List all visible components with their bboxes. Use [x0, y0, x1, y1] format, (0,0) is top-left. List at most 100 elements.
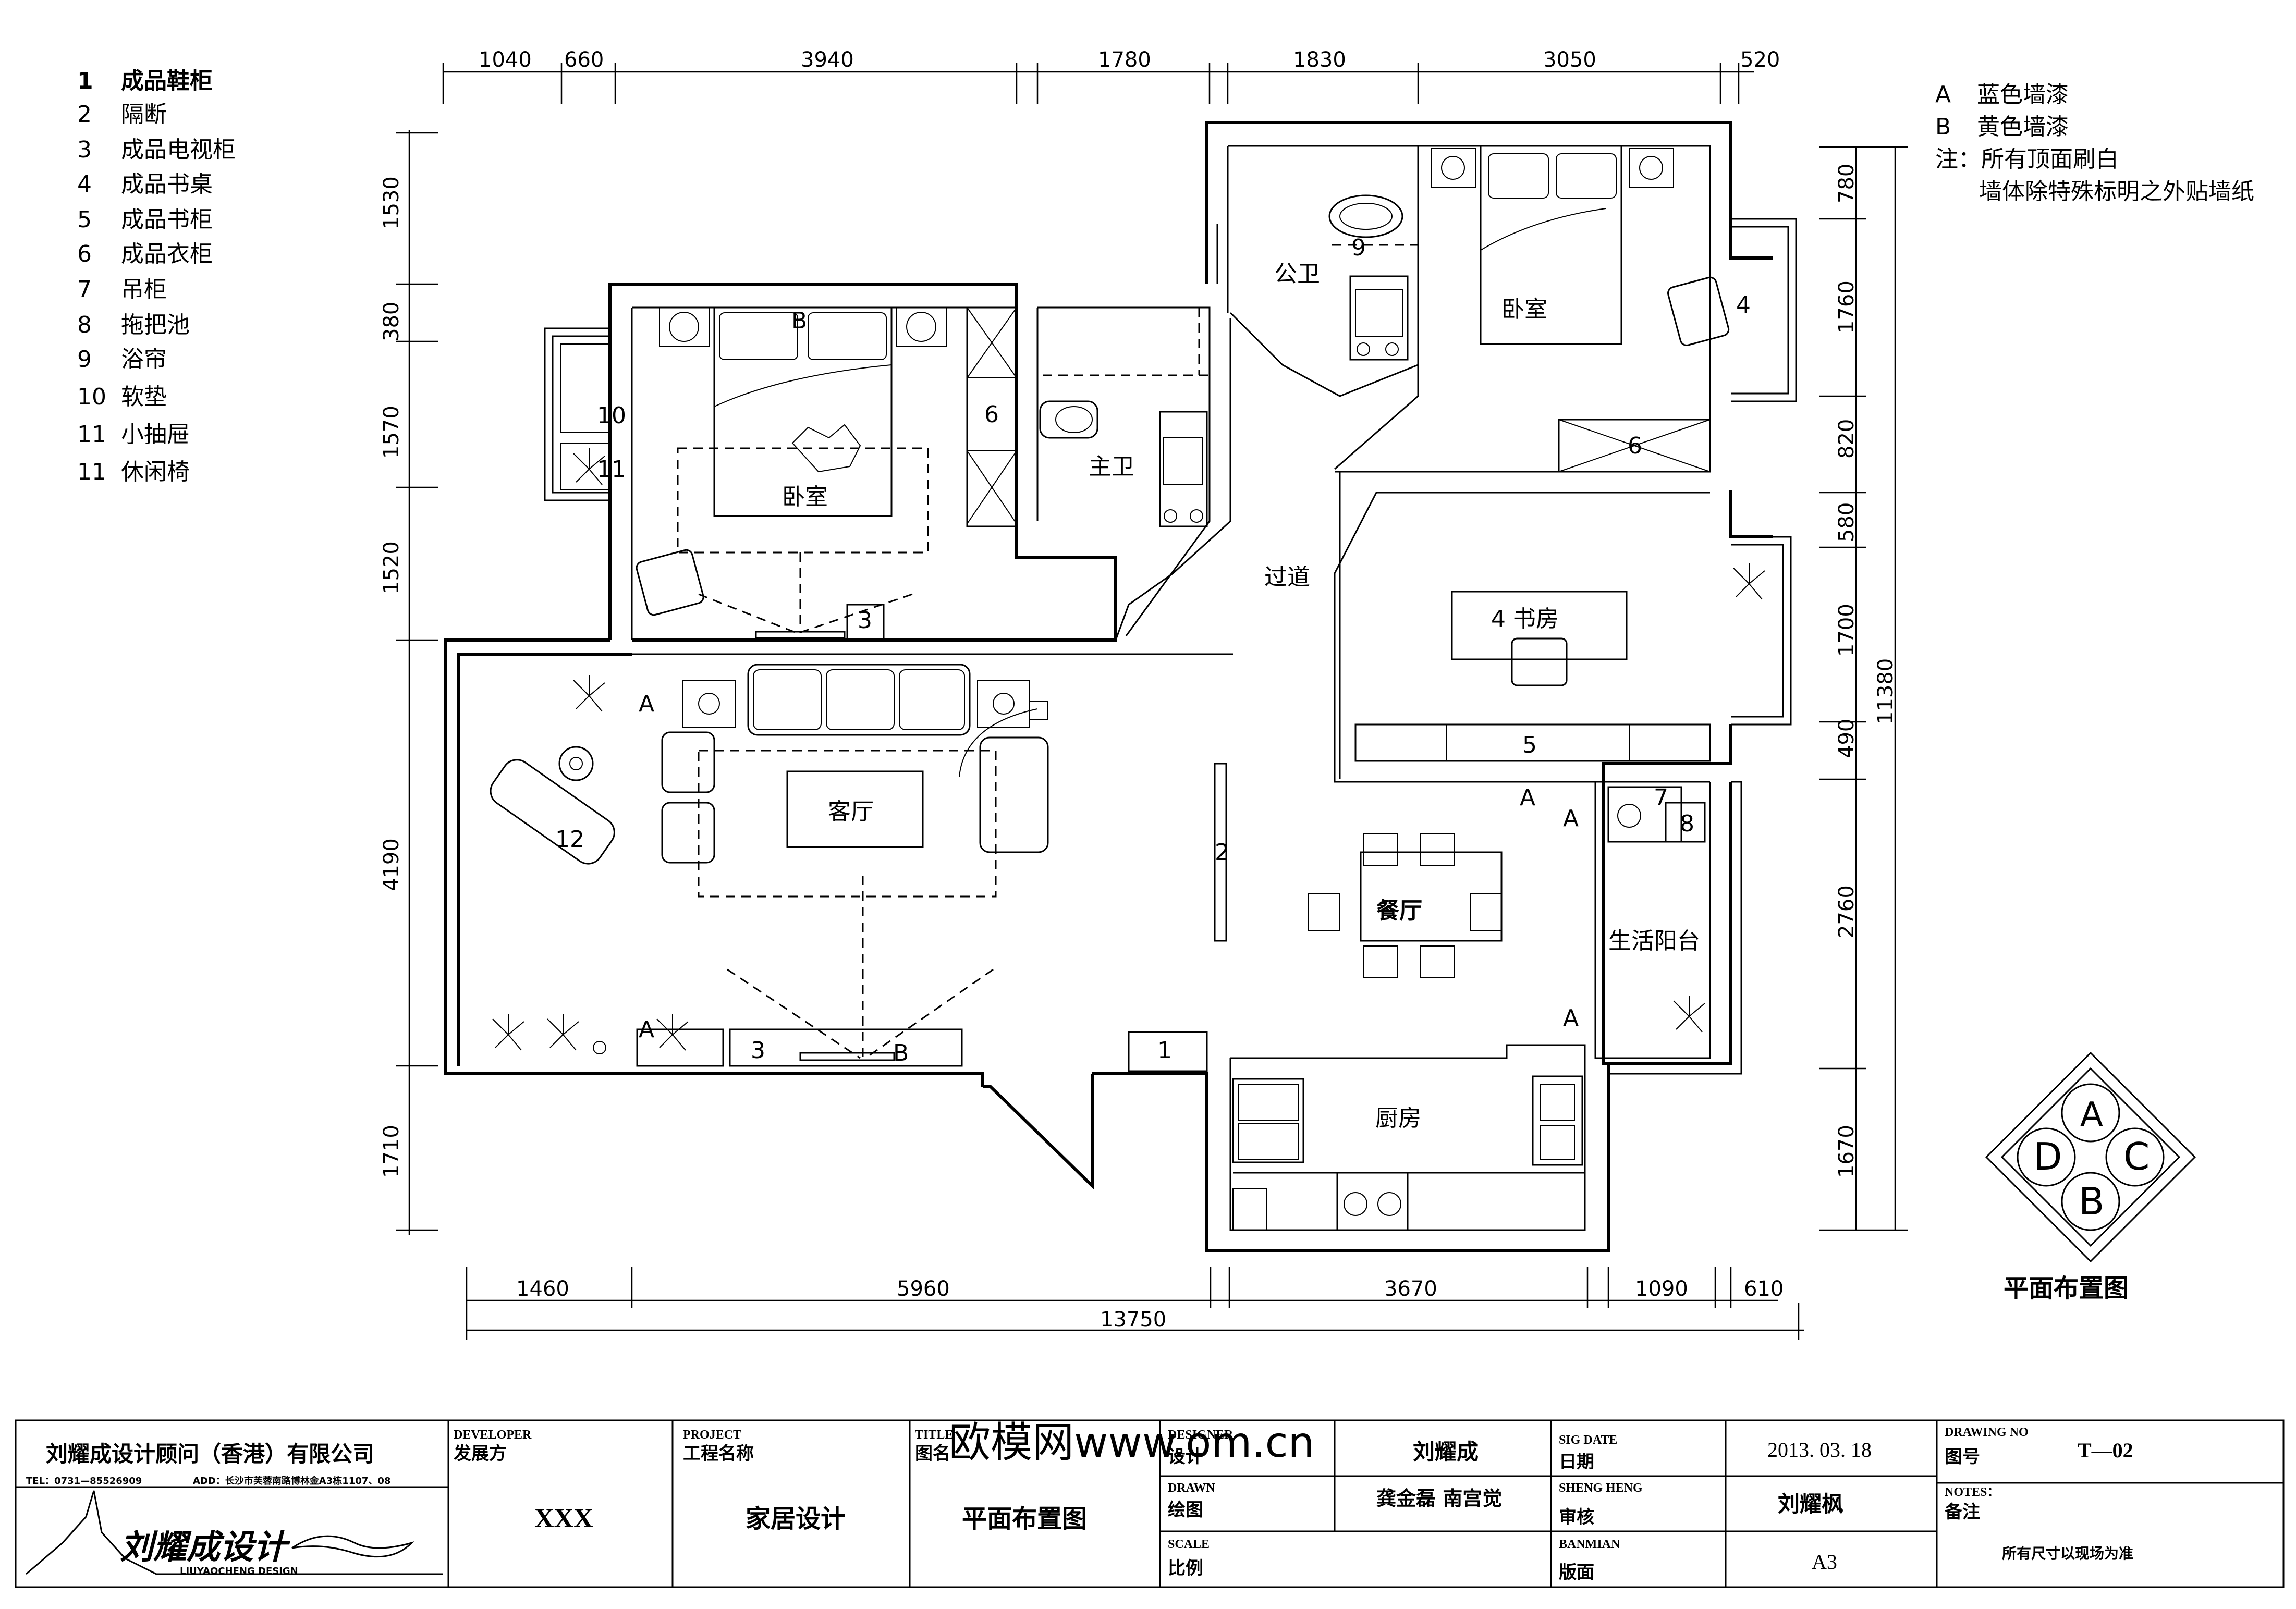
note-line-1: 注：所有顶面刷白: [1935, 146, 2119, 173]
developer-cn: 发展方: [454, 1443, 507, 1464]
public-bath-fixtures: [1328, 194, 1418, 361]
banmian-value: A3: [1812, 1550, 1837, 1574]
legend-num: 11: [77, 421, 106, 448]
note-b-text: 黄色墙漆: [1977, 114, 2069, 140]
legend-text: 成品衣柜: [121, 241, 213, 267]
master-chair-tv: [636, 549, 913, 641]
dim-label: 660: [564, 48, 604, 72]
dimension-right: 780 1760 820 580 1700 490 2760 1670 1138…: [1819, 146, 1908, 1231]
marker-4: 4: [1736, 292, 1751, 318]
room-study: 4 书房: [1491, 606, 1559, 632]
sheng-en: SHENG HENG: [1559, 1481, 1643, 1495]
dim-label: 1830: [1293, 48, 1346, 72]
notes-value: 所有尺寸以现场为准: [2002, 1545, 2133, 1562]
partition: [1214, 763, 1227, 942]
dim-label: 4190: [380, 838, 404, 891]
developer-value: XXX: [534, 1504, 593, 1533]
legend-text: 休闲椅: [121, 459, 190, 485]
dim-label: 580: [1835, 502, 1859, 542]
marker-10: 10: [597, 402, 626, 429]
drawingno-cn: 图号: [1945, 1446, 1980, 1467]
company-logo-icon: 刘耀成设计 LIUYAOCHENG DESIGN: [26, 1490, 443, 1577]
dim-label: 2760: [1835, 885, 1859, 938]
dim-total-bottom: 13750: [1100, 1308, 1166, 1332]
legend-num: 6: [77, 241, 92, 267]
wall-paint-marker: A: [1520, 784, 1535, 811]
legend-text: 成品书柜: [121, 206, 213, 233]
note-a-letter: A: [1935, 81, 1951, 108]
legend-num: 10: [77, 384, 106, 410]
dim-label: 820: [1835, 419, 1859, 459]
second-bed: [1431, 145, 1730, 473]
banmian-cn: 版面: [1559, 1562, 1594, 1583]
room-balcony: 生活阳台: [1608, 928, 1700, 954]
logo-text: 刘耀成设计: [120, 1528, 290, 1567]
dimension-top: 1040 660 3940 1780 1830 3050 520: [442, 48, 1780, 104]
legend-text: 小抽屉: [121, 421, 190, 448]
legend-num: 9: [77, 346, 92, 373]
windows: [544, 218, 1797, 1075]
walls: [444, 121, 1773, 1252]
dim-label: 520: [1740, 48, 1780, 72]
legend-num: 11: [77, 459, 106, 485]
room-master-bath: 主卫: [1089, 453, 1134, 480]
room-public-bath: 公卫: [1274, 261, 1320, 287]
legend-num: 4: [77, 171, 92, 198]
company-name: 刘耀成设计顾问（香港）有限公司: [46, 1441, 374, 1467]
dim-label: 1460: [516, 1277, 569, 1301]
dim-label: 1040: [479, 48, 532, 72]
dim-label: 1760: [1835, 280, 1859, 334]
note-line-2: 墙体除特殊标明之外贴墙纸: [1979, 178, 2254, 205]
dimension-bottom: 1460 5960 3670 1090 610 13750: [466, 1267, 1804, 1340]
compass-c: C: [2123, 1135, 2150, 1178]
wall-paint-marker: A: [1563, 1005, 1579, 1031]
title-en: TITLE: [915, 1428, 953, 1442]
notes: A 蓝色墙漆 B 黄色墙漆 注：所有顶面刷白 墙体除特殊标明之外贴墙纸: [1935, 81, 2254, 205]
room-kitchen: 厨房: [1375, 1105, 1421, 1132]
marker-7: 7: [1654, 784, 1668, 811]
notes-en: NOTES：: [1945, 1485, 1999, 1499]
project-value: 家居设计: [746, 1504, 846, 1533]
legend-text: 拖把池: [121, 312, 190, 338]
legend-text: 成品鞋柜: [121, 68, 213, 94]
legend-num: 2: [77, 101, 92, 128]
dim-total-right: 11380: [1874, 658, 1898, 724]
master-bed: [659, 306, 947, 554]
living-furniture: [593, 664, 1049, 1067]
marker-3: 3: [751, 1037, 765, 1064]
lounge-chair: [490, 746, 615, 865]
drawn-value: 龚金磊 南宫觉: [1376, 1487, 1502, 1510]
sigdate-cn: 日期: [1559, 1452, 1594, 1472]
dim-label: 1090: [1635, 1277, 1688, 1301]
dim-label: 1530: [380, 176, 404, 229]
logo-en: LIUYAOCHENG DESIGN: [180, 1566, 298, 1577]
legend-text: 隔断: [121, 101, 167, 128]
dim-label: 780: [1835, 164, 1859, 203]
legend-text: 吊柜: [121, 276, 167, 303]
dim-label: 490: [1835, 719, 1859, 758]
dim-label: 3940: [801, 48, 854, 72]
drawing-title: 平面布置图: [2004, 1274, 2129, 1303]
legend-num: 8: [77, 312, 92, 338]
legend-text: 软垫: [121, 384, 167, 410]
marker-1: 1: [1157, 1037, 1172, 1064]
designer-value: 刘耀成: [1413, 1439, 1479, 1465]
wall-paint-marker: B: [893, 1040, 909, 1066]
designer-en: DESIGNER: [1168, 1428, 1234, 1442]
wall-paint-marker: A: [639, 691, 654, 717]
legend-text: 浴帘: [121, 346, 167, 373]
dim-label: 610: [1744, 1277, 1784, 1301]
legend-num: 3: [77, 137, 92, 163]
study-furniture: [1354, 591, 1711, 762]
company-tel: TEL：0731—85526909: [26, 1476, 142, 1487]
marker-2: 2: [1215, 839, 1229, 866]
note-b-letter: B: [1935, 114, 1951, 140]
wall-paint-marker: B: [791, 308, 807, 334]
legend-text: 成品书桌: [121, 171, 213, 198]
dim-label: 1780: [1098, 48, 1151, 72]
project-cn: 工程名称: [683, 1443, 754, 1464]
sheng-cn: 审核: [1559, 1507, 1594, 1528]
title-cn: 图名: [915, 1443, 950, 1464]
drawingno-en: DRAWING NO: [1945, 1426, 2029, 1439]
